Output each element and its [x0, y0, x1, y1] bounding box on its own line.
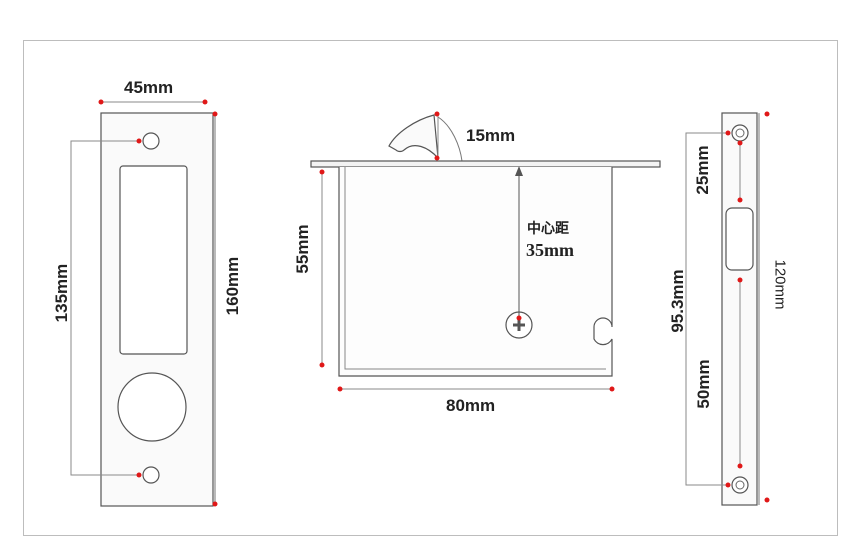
arrow-up-icon [515, 166, 523, 176]
strike-bottom-screw-hole [731, 476, 749, 494]
dim-marker [202, 99, 208, 105]
center-distance-label: 35mm [526, 240, 574, 260]
dim-marker [737, 463, 743, 469]
latch-swing-arc [437, 116, 463, 162]
latch-hook [388, 114, 439, 160]
dim-marker [725, 130, 731, 136]
dim-marker [737, 197, 743, 203]
strike-plate [685, 111, 770, 506]
left-faceplate [70, 99, 218, 507]
diagram-frame [23, 40, 838, 536]
strike-top-spacing-label: 25mm [693, 145, 712, 195]
faceplate-height-label: 160mm [223, 256, 242, 316]
dim-marker [737, 140, 743, 146]
dim-marker [98, 99, 104, 105]
body-height-label: 55mm [293, 224, 312, 274]
dim-line-hole-spacing [70, 140, 139, 476]
strike-top-screw-inner [735, 128, 745, 138]
dim-marker [725, 482, 731, 488]
lock-top-plate [310, 160, 661, 168]
faceplate-width-label: 45mm [124, 78, 174, 97]
dim-marker [319, 169, 325, 175]
screw-cross-icon [513, 319, 525, 331]
dim-line-strike-spacing [685, 132, 728, 486]
strike-bottom-spacing-label: 50mm [694, 359, 713, 409]
lock-body-inner-edge [344, 167, 606, 370]
faceplate-bolt-hole [117, 372, 187, 442]
faceplate-latch-slot [119, 165, 188, 355]
strike-latch-slot [725, 207, 754, 271]
strike-total-spacing-label: 95.3mm [668, 269, 687, 333]
body-width-label: 80mm [446, 396, 496, 415]
dim-marker [737, 277, 743, 283]
dim-marker [319, 362, 325, 368]
faceplate-hole-spacing-label: 135mm [52, 263, 71, 323]
strike-height-label: 120mm [771, 259, 789, 310]
strike-bottom-screw-inner [735, 480, 745, 490]
dim-marker [434, 111, 440, 117]
dim-marker [764, 111, 770, 117]
lock-body-outline [338, 167, 613, 377]
dim-marker [434, 155, 440, 161]
dim-marker [136, 472, 142, 478]
latch-length-label: 15mm [466, 126, 516, 145]
lock-body [310, 111, 661, 392]
dim-marker [212, 501, 218, 507]
dim-marker [764, 497, 770, 503]
faceplate-top-screw-hole [142, 132, 160, 150]
dim-marker [212, 111, 218, 117]
dim-marker [136, 138, 142, 144]
strike-top-screw-hole [731, 124, 749, 142]
faceplate-bottom-screw-hole [142, 466, 160, 484]
dim-marker [337, 386, 343, 392]
dim-marker [609, 386, 615, 392]
center-distance-caption: 中心距 [527, 220, 569, 236]
dim-marker [516, 315, 522, 321]
